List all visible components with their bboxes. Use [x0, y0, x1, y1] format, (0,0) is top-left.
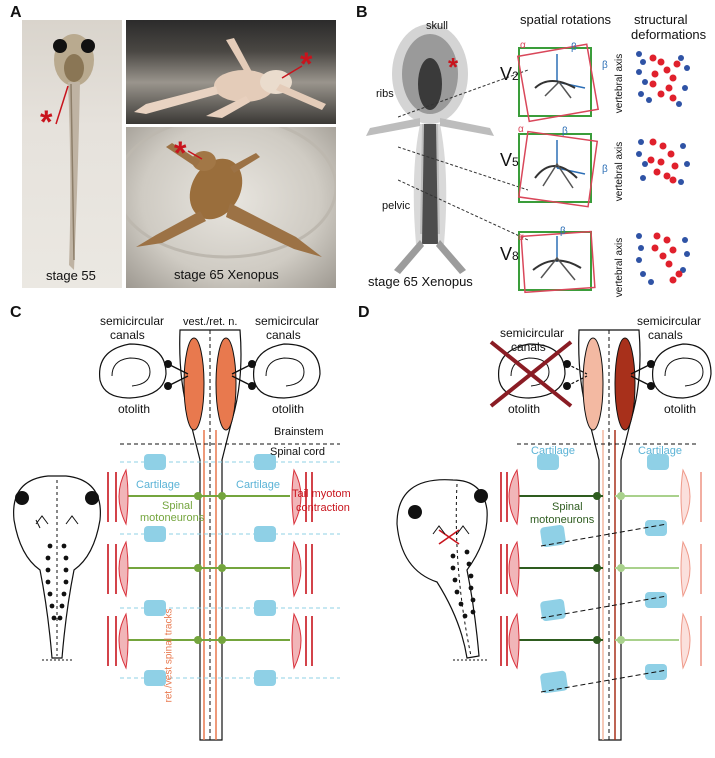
beta-v2-top: β [571, 42, 577, 53]
vertebra-grid [516, 43, 690, 294]
v5-rotation [517, 130, 599, 208]
c-tail-myotom-1: Tail myotom [292, 488, 351, 500]
alpha-v8: α [518, 232, 524, 243]
d-semicircular-right-1: semicircular [637, 314, 702, 328]
vertebral-axis-2: vertebral axis [614, 141, 626, 202]
col-spatial-rotations: spatial rotations [520, 12, 612, 27]
d-motoneurons-2: motoneurons [530, 514, 595, 526]
xenopus-ct-scan [366, 24, 494, 274]
c-otolith-left: otolith [118, 402, 151, 416]
panel-c-diagram [13, 329, 340, 741]
v8-rotation [518, 230, 596, 294]
stage55-caption: stage 55 [46, 268, 96, 283]
ct-caption: stage 65 Xenopus [368, 274, 473, 289]
panel-a-letter: A [10, 4, 22, 21]
d-semicircular-left-1: semicircular [500, 326, 565, 340]
c-nuclei-label: vest./ret. n. [183, 316, 238, 328]
c-tail-myotom-2: contraction [296, 502, 350, 514]
d-otolith-left: otolith [508, 402, 541, 416]
stage65-caption: stage 65 Xenopus [174, 267, 279, 282]
panel-c-letter: C [10, 304, 22, 321]
stage55-photo: * stage 55 [22, 20, 122, 288]
v8-deformation [636, 232, 690, 285]
d-semicircular-right-2: canals [648, 328, 683, 342]
c-cartilage-right: Cartilage [236, 479, 281, 491]
c-tracks-label: ret./vest spinal tracks [163, 608, 175, 703]
alpha-v5: α [518, 124, 524, 135]
col-deformations: deformations [631, 27, 707, 42]
vertebral-axis-3: vertebral axis [614, 237, 626, 298]
v5-deformation [636, 138, 690, 185]
d-cartilage-left: Cartilage [531, 445, 576, 457]
beta-v5-top: β [562, 126, 568, 137]
c-otolith-right: otolith [272, 402, 305, 416]
c-spinal-cord-label: Spinal cord [270, 446, 326, 458]
ct-marker: * [448, 52, 459, 82]
c-motoneurons-1: Spinal [162, 500, 193, 512]
d-motoneurons-1: Spinal [552, 501, 583, 513]
v5-label: V5 [500, 150, 519, 170]
stage55-marker: * [40, 104, 53, 140]
d-otolith-right: otolith [664, 402, 697, 416]
vertebral-axis-1: vertebral axis [614, 53, 626, 114]
stage65-top-photo: * stage 65 Xenopus [126, 127, 336, 288]
stage65-top-marker: * [174, 135, 187, 171]
beta-v2-side: β [602, 60, 608, 71]
v2-rotation [516, 43, 600, 123]
c-semicircular-left-2: canals [110, 328, 145, 342]
skull-label: skull [426, 20, 449, 32]
stage65-side-marker: * [300, 46, 313, 82]
stage65-side-photo: * [126, 20, 336, 124]
v8-label: V8 [500, 244, 519, 264]
c-brainstem-label: Brainstem [274, 426, 324, 438]
v2-deformation [636, 51, 690, 107]
c-semicircular-right-2: canals [266, 328, 301, 342]
beta-v8-top: β [560, 226, 566, 237]
panel-b-letter: B [356, 4, 368, 21]
panel-d-letter: D [358, 304, 370, 321]
c-cartilage-left: Cartilage [136, 479, 181, 491]
d-cartilage-right: Cartilage [638, 445, 683, 457]
panel-d-diagram [396, 329, 712, 741]
beta-v5-side: β [602, 164, 608, 175]
c-motoneurons-2: motoneurons [140, 512, 205, 524]
alpha-v2: α [520, 40, 526, 51]
section-connectors [398, 69, 528, 241]
c-semicircular-right-1: semicircular [255, 314, 320, 328]
pelvic-label: pelvic [382, 200, 411, 212]
col-structural: structural [634, 12, 688, 27]
v2-label: V2 [500, 64, 519, 84]
c-semicircular-left-1: semicircular [100, 314, 165, 328]
ribs-label: ribs [376, 88, 394, 100]
d-semicircular-left-2: canals [511, 340, 546, 354]
